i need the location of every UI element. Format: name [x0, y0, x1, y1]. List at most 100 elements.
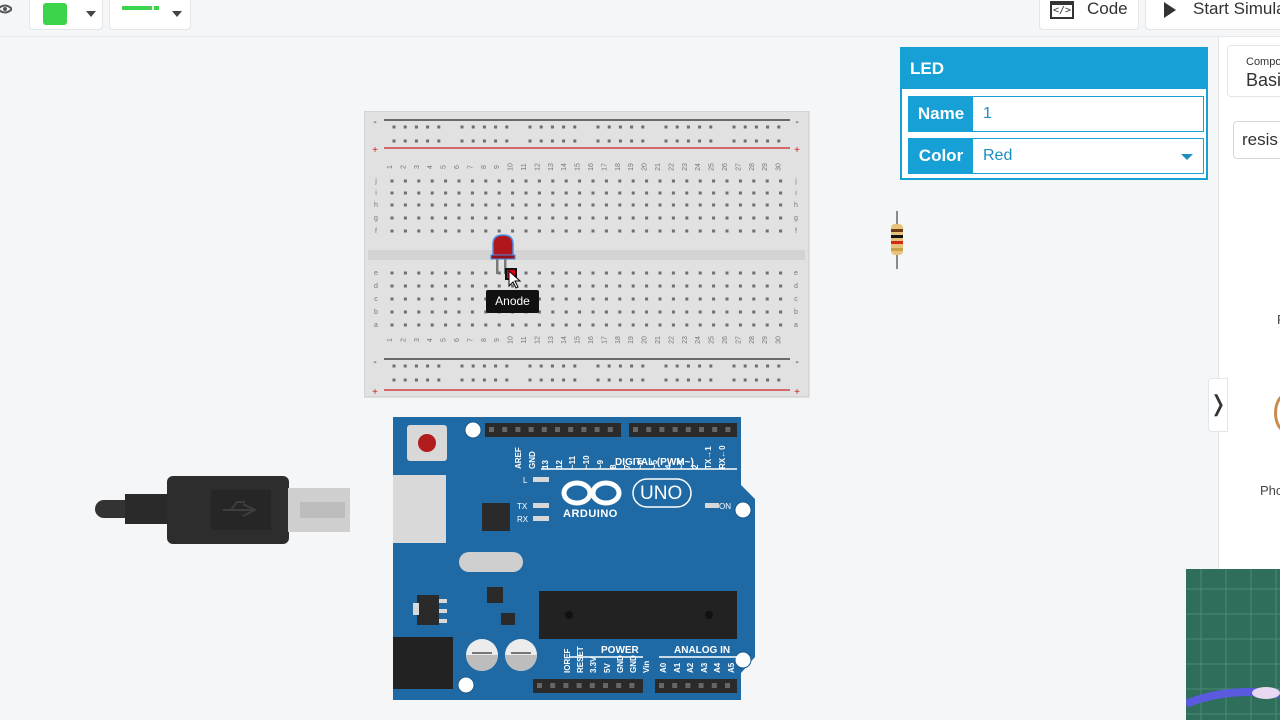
breadboard-rail-hole[interactable] [686, 139, 690, 143]
breadboard-hole[interactable] [511, 179, 515, 183]
breadboard-hole[interactable] [497, 284, 501, 288]
breadboard-hole[interactable] [417, 310, 421, 314]
breadboard-hole[interactable] [564, 297, 568, 301]
breadboard-rail-hole[interactable] [698, 139, 702, 143]
breadboard-hole[interactable] [698, 191, 702, 195]
breadboard-rail-hole[interactable] [698, 125, 702, 129]
color-select[interactable]: Red [983, 147, 1013, 164]
breadboard-hole[interactable] [765, 203, 769, 207]
header-pin[interactable] [633, 427, 638, 432]
breadboard-rail-hole[interactable] [607, 378, 611, 382]
breadboard-hole[interactable] [524, 284, 528, 288]
breadboard-rail-hole[interactable] [528, 139, 532, 143]
breadboard-hole[interactable] [444, 310, 448, 314]
breadboard-hole[interactable] [685, 310, 689, 314]
breadboard-hole[interactable] [779, 297, 783, 301]
breadboard-hole[interactable] [631, 297, 635, 301]
search-input[interactable]: resis [1233, 121, 1280, 159]
breadboard-hole[interactable] [658, 284, 662, 288]
breadboard-rail-hole[interactable] [505, 378, 509, 382]
breadboard-rail-hole[interactable] [539, 378, 543, 382]
breadboard-hole[interactable] [497, 216, 501, 220]
breadboard-hole[interactable] [430, 191, 434, 195]
breadboard-rail-hole[interactable] [562, 364, 566, 368]
breadboard-hole[interactable] [444, 191, 448, 195]
breadboard-rail-hole[interactable] [754, 139, 758, 143]
breadboard-hole[interactable] [591, 323, 595, 327]
header-pin[interactable] [537, 683, 542, 688]
breadboard-hole[interactable] [645, 310, 649, 314]
breadboard-rail-hole[interactable] [482, 378, 486, 382]
breadboard-hole[interactable] [444, 203, 448, 207]
breadboard-hole[interactable] [444, 297, 448, 301]
breadboard-rail-hole[interactable] [539, 125, 543, 129]
breadboard-rail-hole[interactable] [528, 378, 532, 382]
breadboard-hole[interactable] [403, 203, 407, 207]
breadboard-hole[interactable] [631, 191, 635, 195]
breadboard-hole[interactable] [645, 203, 649, 207]
breadboard-rail-hole[interactable] [607, 364, 611, 368]
breadboard-hole[interactable] [671, 229, 675, 233]
breadboard-hole[interactable] [390, 297, 394, 301]
breadboard-hole[interactable] [511, 191, 515, 195]
breadboard-hole[interactable] [470, 203, 474, 207]
breadboard-hole[interactable] [685, 216, 689, 220]
breadboard-hole[interactable] [738, 203, 742, 207]
breadboard-hole[interactable] [430, 216, 434, 220]
breadboard-hole[interactable] [390, 216, 394, 220]
breadboard-rail-hole[interactable] [426, 378, 430, 382]
breadboard-rail-hole[interactable] [550, 364, 554, 368]
breadboard-hole[interactable] [537, 323, 541, 327]
breadboard-rail-hole[interactable] [505, 139, 509, 143]
breadboard-hole[interactable] [712, 271, 716, 275]
breadboard-hole[interactable] [618, 271, 622, 275]
breadboard-hole[interactable] [591, 310, 595, 314]
breadboard-hole[interactable] [604, 216, 608, 220]
breadboard-hole[interactable] [470, 229, 474, 233]
breadboard-hole[interactable] [564, 284, 568, 288]
breadboard-rail-hole[interactable] [618, 125, 622, 129]
breadboard-hole[interactable] [631, 310, 635, 314]
header-pin[interactable] [699, 427, 704, 432]
breadboard-hole[interactable] [484, 323, 488, 327]
breadboard-hole[interactable] [457, 323, 461, 327]
breadboard-hole[interactable] [497, 229, 501, 233]
breadboard-hole[interactable] [618, 323, 622, 327]
breadboard-hole[interactable] [631, 216, 635, 220]
breadboard-hole[interactable] [417, 297, 421, 301]
breadboard-hole[interactable] [725, 229, 729, 233]
arduino-uno-board[interactable]: ARDUINO UNO DIGITAL (PWM~) POWER ANALOG … [393, 417, 757, 700]
breadboard-rail-hole[interactable] [426, 125, 430, 129]
breadboard-rail-hole[interactable] [392, 378, 396, 382]
breadboard-hole[interactable] [658, 191, 662, 195]
breadboard-hole[interactable] [698, 271, 702, 275]
breadboard-rail-hole[interactable] [641, 139, 645, 143]
breadboard-hole[interactable] [537, 191, 541, 195]
breadboard-hole[interactable] [430, 310, 434, 314]
breadboard-hole[interactable] [658, 229, 662, 233]
breadboard-rail-hole[interactable] [630, 364, 634, 368]
breadboard-hole[interactable] [712, 191, 716, 195]
breadboard-rail-hole[interactable] [675, 364, 679, 368]
header-pin[interactable] [659, 427, 665, 432]
components-category[interactable]: Compo Basi [1227, 45, 1280, 97]
breadboard-hole[interactable] [725, 203, 729, 207]
breadboard-rail-hole[interactable] [777, 139, 781, 143]
header-pin[interactable] [711, 683, 717, 688]
breadboard-rail-hole[interactable] [596, 364, 600, 368]
breadboard-hole[interactable] [631, 179, 635, 183]
breadboard-hole[interactable] [779, 310, 783, 314]
breadboard-hole[interactable] [578, 216, 582, 220]
header-pin[interactable] [712, 427, 718, 432]
breadboard-hole[interactable] [551, 229, 555, 233]
breadboard-rail-hole[interactable] [754, 378, 758, 382]
breadboard-hole[interactable] [752, 323, 756, 327]
breadboard-hole[interactable] [604, 284, 608, 288]
breadboard-hole[interactable] [604, 179, 608, 183]
breadboard-rail-hole[interactable] [437, 378, 441, 382]
breadboard-hole[interactable] [725, 297, 729, 301]
header-pin[interactable] [685, 427, 691, 432]
breadboard-hole[interactable] [457, 271, 461, 275]
breadboard-hole[interactable] [591, 203, 595, 207]
sidebar-toggle-button[interactable]: ❭ [1208, 378, 1228, 432]
